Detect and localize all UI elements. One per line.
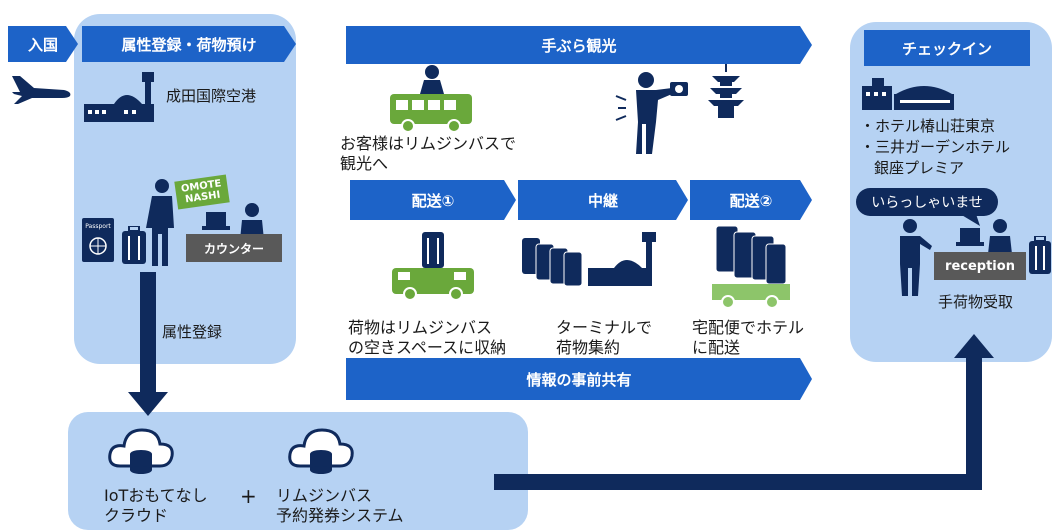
iot-cloud-icon [108, 428, 174, 474]
courier-truck-luggage-icon [712, 226, 790, 309]
iot-cloud-label-1: IoTおもてなし [104, 486, 208, 505]
reception-staff-icon [956, 219, 1012, 254]
attr-registration-label: 属性登録 [162, 323, 223, 341]
sightseeing-caption-1: お客様はリムジンバスで [340, 134, 517, 153]
guest-person-icon [900, 219, 932, 296]
passport-text: Passport [85, 223, 111, 230]
banner-sightseeing: 手ぶら観光 [346, 26, 812, 64]
bus-caption-1: 荷物はリムジンバス [348, 318, 493, 337]
courier-caption-2: に配送 [692, 338, 741, 357]
banner-arrival: 入国 [8, 26, 78, 62]
banner-relay: 中継 [518, 180, 688, 220]
hotel-suitcase-icon [1029, 236, 1051, 274]
airplane-icon [12, 76, 71, 104]
courier-caption-1: 宅配便でホテル [692, 318, 805, 337]
banner-info-sharing: 情報の事前共有 [346, 358, 812, 400]
terminal-caption-1: ターミナルで [556, 318, 653, 337]
greeting-bubble: いらっしゃいませ [856, 188, 998, 216]
passport-icon: Passport [82, 218, 114, 262]
greeting-bubble-tail [960, 214, 980, 226]
terminal-luggage-icon [522, 232, 656, 287]
up-arrow-head [954, 334, 994, 358]
bus-with-person-icon [390, 65, 472, 133]
bus-with-luggage-icon [392, 232, 474, 301]
hotel-building-icon [862, 78, 954, 110]
down-arrow-head [128, 392, 168, 416]
pagoda-icon [708, 64, 744, 118]
airport-name: 成田国際空港 [166, 87, 257, 105]
sightseeing-caption-2: 観光へ [340, 154, 389, 173]
hotel-name-2b: 銀座プレミア [874, 159, 965, 177]
banner-delivery-1: 配送① [350, 180, 516, 220]
plus-sign: + [240, 484, 257, 508]
down-arrow-shaft [140, 272, 156, 396]
bus-caption-2: の空きスペースに収納 [348, 338, 507, 357]
connector-vertical [966, 356, 982, 490]
banner-registration: 属性登録・荷物預け [82, 26, 296, 62]
airport-terminal-icon [84, 72, 154, 122]
terminal-caption-2: 荷物集約 [556, 338, 621, 357]
reception-label: reception [934, 252, 1026, 280]
suitcase-icon [122, 226, 146, 264]
counter-label: カウンター [186, 234, 282, 262]
luggage-receive-label: 手荷物受取 [938, 293, 1014, 311]
banner-checkin: チェックイン [864, 30, 1030, 66]
photographer-icon [615, 72, 688, 154]
limo-system-label-2: 予約発券システム [276, 506, 404, 525]
reservation-cloud-icon [288, 428, 354, 474]
connector-horizontal [494, 474, 982, 490]
hotel-name-1: ・ホテル椿山荘東京 [860, 117, 996, 135]
iot-cloud-label-2: クラウド [104, 506, 169, 525]
traveler-person-icon [146, 179, 174, 266]
banner-delivery-2: 配送② [690, 180, 812, 220]
hotel-name-2: ・三井ガーデンホテル [860, 138, 1011, 156]
limo-system-label-1: リムジンバス [276, 486, 373, 505]
